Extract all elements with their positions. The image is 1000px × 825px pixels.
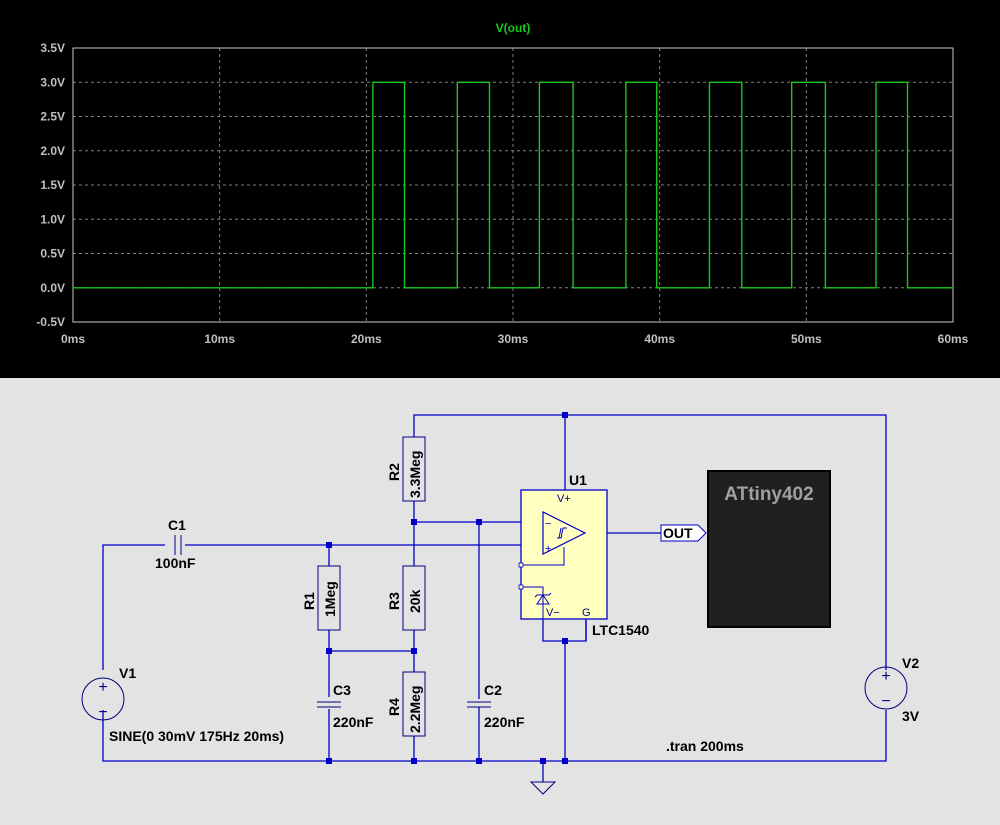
zener-diode-icon (536, 594, 550, 605)
resistor-r2[interactable]: R2 3.3Meg (386, 436, 426, 502)
waveform-chart[interactable]: V(out) 3.5V 3.0V 2.5V 2.0V 1.5V 1.0V 0.5V 0.0V -… (0, 0, 1000, 378)
x-tick-label: 0ms (61, 332, 85, 346)
mcu-label: ATtiny402 (724, 484, 813, 505)
junction (476, 758, 482, 764)
r2-value: 3.3Meg (407, 451, 423, 498)
plus-icon: + (881, 668, 890, 685)
junction (326, 648, 332, 654)
pin-hyst (518, 562, 524, 568)
schematic-pane[interactable]: C1 100nF R1 1Meg R2 3.3Meg R3 20k R4 2.2… (0, 378, 1000, 820)
y-tick-label: 1.5V (40, 178, 65, 192)
trace-label-vout[interactable]: V(out) (496, 21, 531, 35)
junction (411, 648, 417, 654)
waveform-plot-pane[interactable]: V(out) 3.5V 3.0V 2.5V 2.0V 1.5V 1.0V 0.5V 0.0V -… (0, 0, 1000, 378)
r4-value: 2.2Meg (407, 686, 423, 733)
junction (562, 638, 568, 644)
u1-value: LTC1540 (592, 622, 650, 638)
c3-ref: C3 (333, 682, 351, 698)
x-tick-label: 10ms (204, 332, 235, 346)
y-tick-label: 3.0V (40, 75, 65, 89)
r1-ref: R1 (301, 592, 317, 610)
y-tick-label: -0.5V (36, 315, 65, 329)
pin-ref (518, 584, 524, 590)
junction (326, 542, 332, 548)
u1-pin-g: G (582, 607, 591, 619)
resistor-r4[interactable]: R4 2.2Meg (386, 671, 426, 737)
v2-ref: V2 (902, 655, 919, 671)
plus-icon: + (98, 679, 107, 696)
x-axis-ticks: 0ms 10ms 20ms 30ms 40ms 50ms 60ms (61, 332, 969, 346)
u1-ref: U1 (569, 472, 587, 488)
y-tick-label: 2.0V (40, 144, 65, 158)
c2-ref: C2 (484, 682, 502, 698)
y-tick-label: 0.0V (40, 281, 65, 295)
wire-vcc-rail[interactable] (413, 414, 887, 670)
wire-ground-rail[interactable] (102, 710, 887, 762)
wire-u1-gnd-pins[interactable] (542, 620, 587, 642)
plus-input-icon: + (545, 543, 551, 555)
c1-ref: C1 (168, 517, 186, 533)
x-tick-label: 60ms (938, 332, 969, 346)
junction (562, 412, 568, 418)
c2-value: 220nF (484, 714, 525, 730)
junction (411, 758, 417, 764)
u1-pin-vplus: V+ (557, 493, 571, 505)
junction (562, 758, 568, 764)
junction (476, 519, 482, 525)
v1-ref: V1 (119, 665, 136, 681)
trace-layer (73, 81, 953, 289)
wire-v1-c1[interactable] (102, 544, 165, 670)
r1-value: 1Meg (322, 581, 338, 617)
series-line-vout (73, 81, 953, 289)
y-axis-ticks: 3.5V 3.0V 2.5V 2.0V 1.5V 1.0V 0.5V 0.0V -0.5V (36, 41, 65, 329)
plot-frame (72, 47, 954, 323)
schematic-canvas[interactable]: C1 100nF R1 1Meg R2 3.3Meg R3 20k R4 2.2… (0, 378, 1000, 820)
v2-value: 3V (902, 708, 920, 724)
junction (540, 758, 546, 764)
minus-icon: − (98, 704, 107, 721)
v1-value: SINE(0 30mV 175Hz 20ms) (109, 728, 284, 744)
resistor-r1[interactable]: R1 1Meg (301, 565, 341, 631)
r3-value: 20k (407, 589, 423, 613)
c3-value: 220nF (333, 714, 374, 730)
capacitor-c2[interactable]: C2 220nF (467, 682, 525, 730)
u1-pin-vminus: V− (546, 607, 560, 619)
resistor-r3[interactable]: R3 20k (386, 565, 426, 631)
minus-input-icon: − (545, 518, 551, 530)
mcu-attiny402[interactable]: ATtiny402 (707, 470, 831, 628)
y-tick-label: 3.5V (40, 41, 65, 55)
net-label-out-text: OUT (663, 525, 693, 541)
y-tick-label: 1.0V (40, 212, 65, 226)
capacitor-c3[interactable]: C3 220nF (317, 682, 374, 730)
junction (411, 519, 417, 525)
c1-value: 100nF (155, 555, 196, 571)
x-tick-label: 50ms (791, 332, 822, 346)
x-tick-label: 30ms (498, 332, 529, 346)
ground-icon[interactable] (529, 781, 557, 795)
r3-ref: R3 (386, 592, 402, 610)
y-tick-label: 2.5V (40, 110, 65, 124)
net-label-out[interactable]: OUT (660, 524, 707, 542)
y-tick-label: 0.5V (40, 247, 65, 261)
r4-ref: R4 (386, 698, 402, 716)
junctions (326, 412, 568, 764)
r2-ref: R2 (386, 463, 402, 481)
x-tick-label: 40ms (644, 332, 675, 346)
spice-directive-tran[interactable]: .tran 200ms (666, 738, 744, 754)
minus-icon: − (881, 693, 890, 710)
x-tick-label: 20ms (351, 332, 382, 346)
voltage-source-v2[interactable]: + − V2 3V (864, 655, 920, 724)
junction (326, 758, 332, 764)
voltage-source-v1[interactable]: + − V1 SINE(0 30mV 175Hz 20ms) (81, 665, 284, 744)
capacitor-c1[interactable]: C1 100nF (155, 517, 196, 571)
comparator-triangle-icon (542, 511, 587, 555)
comparator-u1[interactable]: U1 LTC1540 V+ V− G − + (518, 472, 650, 641)
grid-lines (73, 48, 953, 322)
